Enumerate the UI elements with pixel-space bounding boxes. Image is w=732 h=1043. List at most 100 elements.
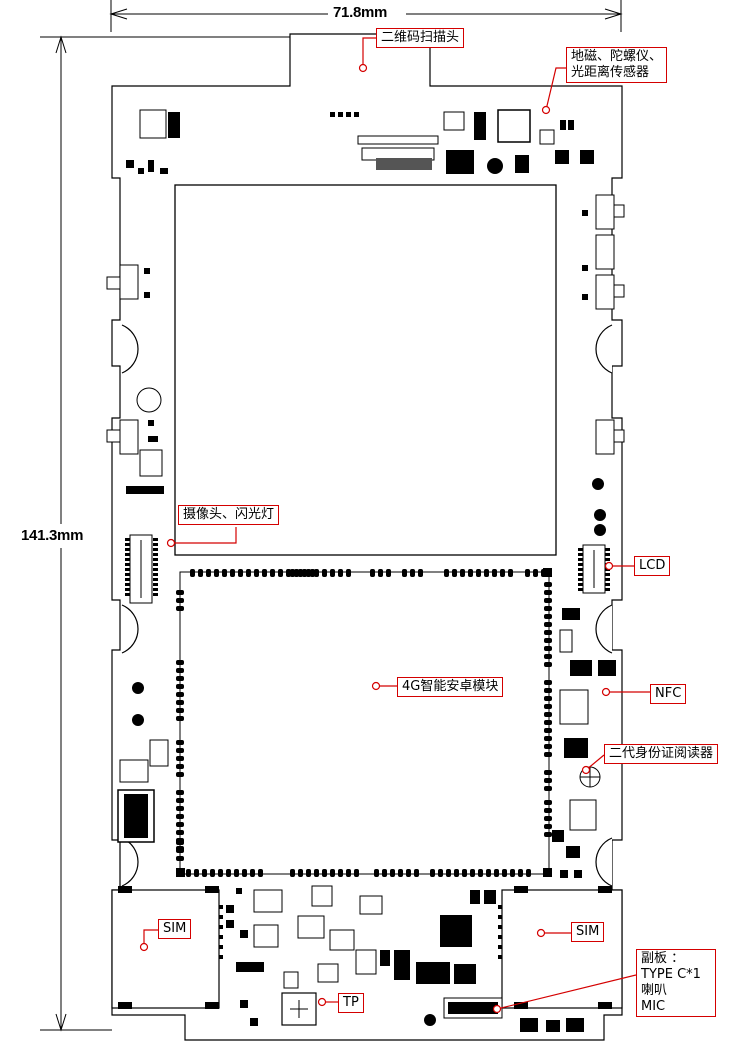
module-pad <box>544 598 552 603</box>
module-pad <box>454 869 459 877</box>
module-pad <box>544 800 552 805</box>
connector-pin <box>605 578 610 581</box>
module-pad <box>398 869 403 877</box>
connector-pin <box>578 588 583 591</box>
leader-dot <box>317 997 327 1007</box>
module-pad <box>322 869 327 877</box>
connector-pin <box>578 573 583 576</box>
callout-sensors-line2: 光距离传感器 <box>571 65 650 80</box>
leader-line <box>143 929 158 947</box>
height-dimension-label: 141.3mm <box>18 527 87 544</box>
connector-pin <box>125 558 130 561</box>
width-dimension <box>109 0 623 32</box>
module-pad <box>176 684 184 689</box>
module-corner-pad <box>543 868 552 877</box>
connector-pin <box>125 583 130 586</box>
module-pad <box>294 569 299 577</box>
callout-sim-left: SIM <box>158 919 192 939</box>
connector-pin <box>125 548 130 551</box>
module-pad <box>176 772 184 777</box>
module-pad <box>544 680 552 685</box>
leader-line <box>171 527 237 544</box>
module-pad <box>176 790 184 795</box>
connector-pin <box>605 583 610 586</box>
connector-pin <box>153 568 158 571</box>
connector-pin <box>578 558 583 561</box>
module-pad <box>246 569 251 577</box>
module-pad <box>234 869 239 877</box>
callout-lcd: LCD <box>634 556 671 576</box>
module-pad <box>518 869 523 877</box>
module-pad <box>176 806 184 811</box>
module-pad <box>478 869 483 877</box>
connector-pin <box>578 563 583 566</box>
connector-pin <box>125 588 130 591</box>
module-pad <box>525 569 530 577</box>
module-pad <box>402 569 407 577</box>
callout-id-reader: 二代身份证阅读器 <box>604 744 719 764</box>
module-pad <box>286 569 291 577</box>
leader-dot <box>358 63 368 73</box>
connector-pin <box>605 573 610 576</box>
module-pad <box>176 740 184 745</box>
connector-pin <box>125 593 130 596</box>
leader-dot <box>371 681 381 691</box>
lcd-area <box>174 184 557 556</box>
module-pad <box>544 622 552 627</box>
module-pad <box>176 764 184 769</box>
leader-dot <box>601 687 611 697</box>
module-pad <box>544 778 552 783</box>
module-pad <box>176 598 184 603</box>
module-pad <box>206 569 211 577</box>
module-pad <box>338 869 343 877</box>
module-pad <box>176 756 184 761</box>
leader-line <box>362 37 376 68</box>
module-pad <box>354 869 359 877</box>
connector-pin <box>605 553 610 556</box>
module-pad <box>176 692 184 697</box>
module-pad <box>544 712 552 717</box>
module-pad <box>218 869 223 877</box>
module-pad <box>544 606 552 611</box>
module-pad <box>176 676 184 681</box>
mounting-hole-left <box>136 387 162 413</box>
lcd-connector <box>582 544 606 594</box>
module-pad <box>510 869 515 877</box>
module-pad <box>176 830 184 835</box>
module-pad <box>533 569 538 577</box>
camera-connector <box>129 534 153 604</box>
module-pad <box>544 654 552 659</box>
module-pad <box>410 569 415 577</box>
module-pad <box>250 869 255 877</box>
module-pad <box>544 752 552 757</box>
connector-pin <box>153 553 158 556</box>
module-pad <box>378 569 383 577</box>
leader-dot <box>541 105 551 115</box>
module-pad <box>198 569 203 577</box>
module-pad <box>230 569 235 577</box>
module-pad <box>176 748 184 753</box>
module-pad <box>302 569 307 577</box>
module-pad <box>310 569 315 577</box>
leader-line <box>545 67 566 111</box>
module-pad <box>330 569 335 577</box>
module-pad <box>418 569 423 577</box>
callout-4g-module: 4G智能安卓模块 <box>397 677 504 697</box>
module-pad <box>544 590 552 595</box>
connector-pin <box>153 543 158 546</box>
module-pad <box>502 869 507 877</box>
module-pad <box>176 606 184 611</box>
callout-subboard-line1: 副板 ： <box>641 951 685 966</box>
module-pad <box>338 569 343 577</box>
module-pad <box>544 696 552 701</box>
module-pad <box>544 808 552 813</box>
module-pad <box>222 569 227 577</box>
module-pad <box>176 668 184 673</box>
module-pad <box>438 869 443 877</box>
connector-pin <box>153 583 158 586</box>
leader-dot <box>581 765 591 775</box>
module-pad <box>544 630 552 635</box>
callout-qr-scanner: 二维码扫描头 <box>376 28 465 48</box>
connector-pin <box>153 538 158 541</box>
module-pad <box>460 569 465 577</box>
